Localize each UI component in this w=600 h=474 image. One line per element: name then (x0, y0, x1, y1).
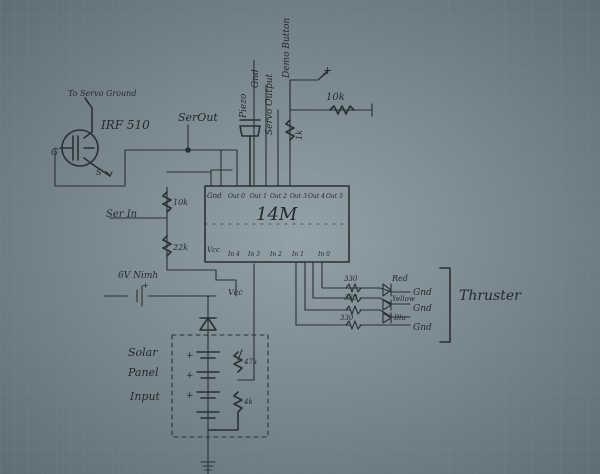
plus-label: + (323, 64, 332, 77)
resistor-47k (233, 351, 243, 373)
resistor-10k-left (162, 191, 172, 213)
out4-pin: Out 4 (308, 193, 325, 200)
plus-solar-2: + (186, 371, 194, 381)
led-yellow-label: Yellow (392, 295, 415, 303)
resistor-22k-label: 22k (172, 243, 188, 252)
resistor-22k (162, 235, 172, 257)
led-blue-label: Blu (393, 314, 406, 322)
mosfet-label: IRF 510 (100, 118, 150, 132)
piezo-label: Piezo (239, 93, 249, 119)
thruster-bracket (439, 267, 451, 343)
ground-symbols (109, 103, 373, 471)
solar-line-3: Input (129, 390, 161, 403)
input-diode (199, 317, 217, 331)
plus-battery: + (142, 281, 149, 290)
resistor-4k (207, 391, 243, 431)
resistor-1k (285, 119, 295, 141)
wiring (54, 59, 411, 474)
resistor-330-row (345, 283, 362, 330)
led-red (382, 283, 392, 297)
plus-solar-1: + (186, 351, 194, 361)
to-servo-ground-label: To Servo Ground (68, 89, 136, 98)
ser-in-label: Ser In (106, 209, 137, 220)
solar-line-2: Panel (127, 366, 159, 379)
picaxe-14m-chip (204, 185, 350, 263)
source-label: S (96, 168, 102, 177)
gnd-1-label: Gnd (413, 288, 432, 298)
led-blue (382, 312, 392, 324)
resistor-330-3-label: 330 (340, 314, 354, 322)
led-yellow (382, 299, 392, 311)
vcc-label: Vcc (228, 288, 243, 297)
in0-pin: In 0 (317, 251, 330, 258)
resistor-330-2-label: 330 (344, 294, 358, 302)
resistor-10k-left-label: 10k (173, 198, 188, 207)
out2-pin: Out 2 (270, 193, 287, 200)
resistor-1k-label: 1k (295, 130, 304, 140)
resistor-47k-label: 47k (243, 358, 257, 366)
resistor-330-1-label: 330 (344, 275, 358, 283)
gnd-2-label: Gnd (413, 304, 432, 314)
in1-pin: In 1 (291, 251, 304, 258)
out0-pin: Out 0 (228, 193, 245, 200)
solar-panel-box (171, 334, 269, 438)
in2-pin: In 2 (269, 251, 282, 258)
in3-pin: In 3 (247, 251, 260, 258)
out1-pin: Out 1 (250, 193, 267, 200)
in4-pin: In 4 (227, 251, 240, 258)
ser-out-label: SerOut (178, 111, 218, 124)
plus-solar-3: + (186, 391, 194, 401)
demo-button-label: Demo Button (282, 18, 292, 79)
chip-gnd-pin: Gnd (207, 192, 222, 200)
gnd-3-label: Gnd (413, 323, 432, 333)
led-red-label: Red (391, 274, 408, 283)
out5-pin: Out 5 (326, 193, 343, 200)
chip-vcc-pin: Vcc (207, 246, 220, 254)
demo-button-symbol (289, 69, 329, 81)
piezo-symbol (239, 119, 261, 187)
gnd-top-label: Gnd (251, 69, 261, 88)
solar-line-1: Solar (128, 346, 158, 359)
resistor-10k-top-label: 10k (326, 92, 345, 103)
resistor-4k-label: 4k (243, 398, 253, 406)
solar-cells (196, 351, 220, 419)
battery-label: 6V Nimh (118, 271, 158, 281)
servo-output-label: Servo Output (265, 73, 275, 135)
out3-pin: Out 3 (290, 193, 307, 200)
chip-name: 14M (256, 204, 298, 225)
thruster-label: Thruster (459, 288, 522, 304)
resistor-10k-top (329, 105, 355, 115)
mosfet-symbol (59, 97, 111, 177)
